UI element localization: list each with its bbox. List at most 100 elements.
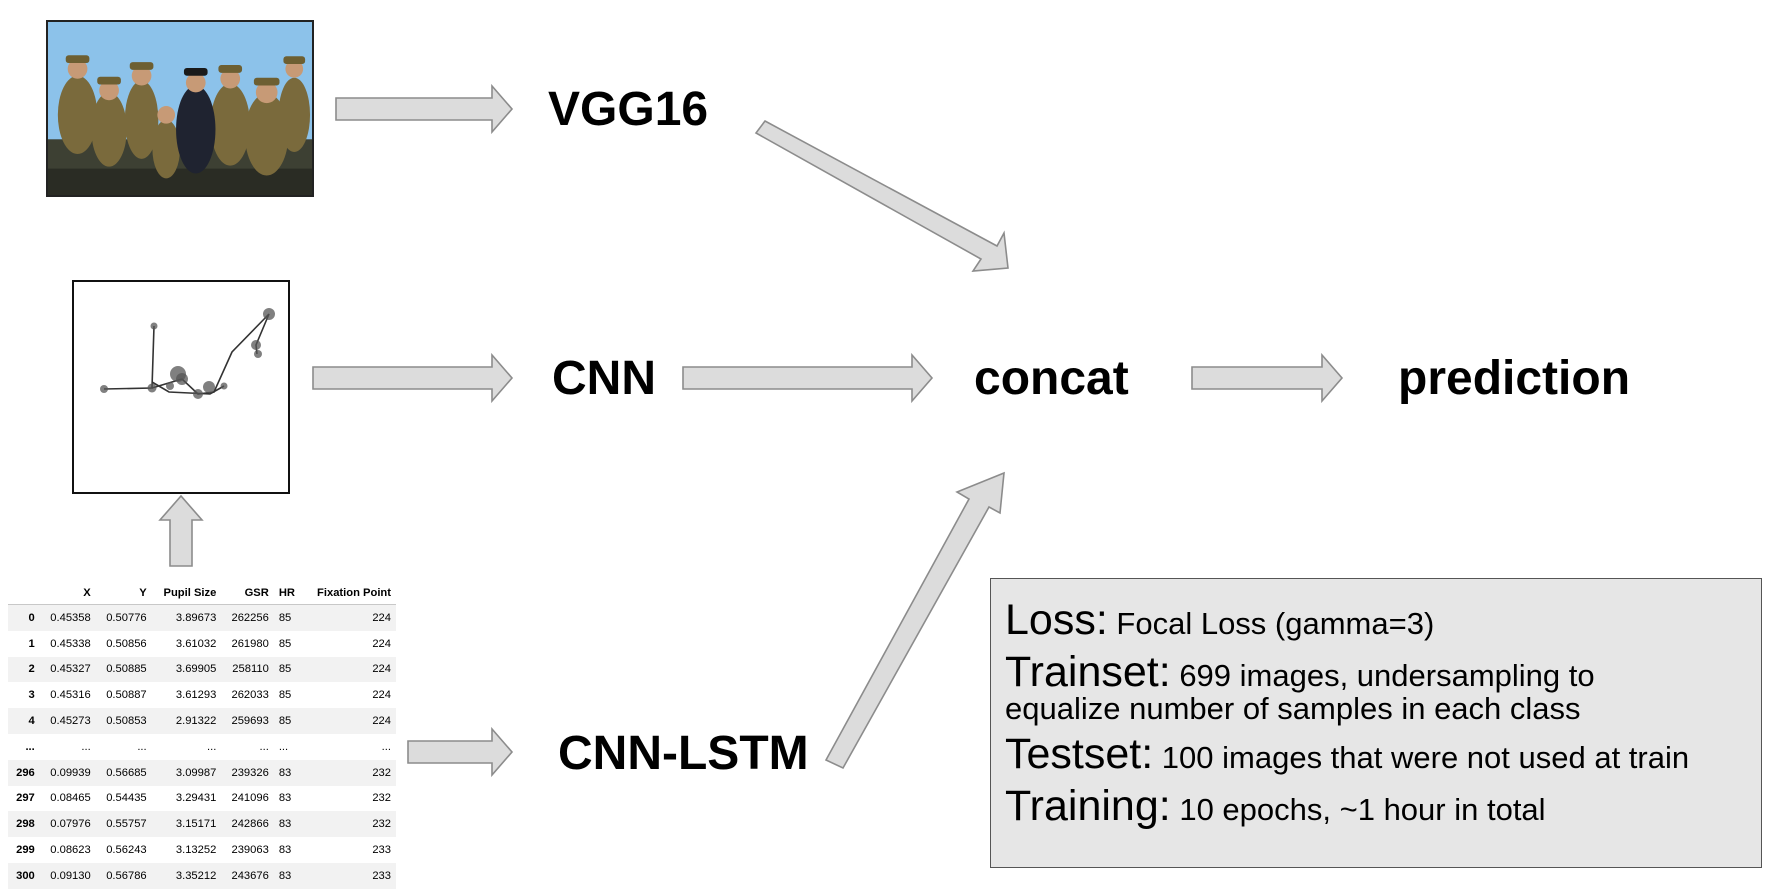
table-cell-y: 0.50853 — [106, 715, 147, 728]
table-cell-gsr: 262033 — [231, 689, 269, 702]
table-header-gsr: GSR — [221, 582, 274, 605]
table-cell-pupil-size: 3.09987 — [175, 766, 217, 779]
training-value: 10 epochs, ~1 hour in total — [1179, 791, 1546, 827]
table-cell-gsr: 258110 — [232, 663, 269, 676]
trainset-value-cont: equalize number of samples in each class — [1005, 691, 1581, 727]
testset-label: Testset: — [1005, 730, 1154, 779]
table-cell-y: 0.54435 — [106, 792, 147, 805]
table-cell-y: 0.50885 — [106, 663, 147, 676]
table-header-row: X Y Pupil Size GSR HR Fixation Point — [8, 582, 396, 605]
table-cell-index: 297 — [16, 792, 35, 805]
table-cell-fixation-point: 224 — [372, 663, 391, 676]
table-cell-x: 0.08465 — [50, 792, 91, 805]
table-cell-hr: 83 — [278, 766, 292, 779]
table-cell-index: 2 — [28, 663, 35, 676]
input-photo — [46, 20, 314, 197]
table-row: 0 0.45358 0.50776 3.89673 262256 85 224 — [8, 604, 396, 631]
trainset-label: Trainset: — [1005, 647, 1171, 696]
prediction-label: prediction — [1398, 352, 1631, 405]
table-cell-gsr: ... — [259, 740, 269, 753]
table-cell-x: 0.45273 — [50, 715, 91, 728]
table-cell-gsr: 241096 — [231, 792, 269, 805]
table-cell-pupil-size: 3.69905 — [175, 663, 217, 676]
arrow-vgg16-to-concat — [754, 119, 1009, 272]
table-cell-pupil-size: 3.29431 — [175, 792, 217, 805]
table-cell-fixation-point: ... — [381, 740, 391, 753]
table-cell-hr: 83 — [278, 844, 292, 857]
table-cell-y: 0.56685 — [106, 766, 147, 779]
table-cell-gsr: 262256 — [231, 611, 269, 624]
scanpath-image — [100, 308, 275, 399]
table-cell-index: 4 — [28, 715, 35, 728]
arrow-scanpath-to-cnn — [312, 352, 514, 404]
soldiers-photo-image — [48, 22, 312, 195]
table-cell-fixation-point: 224 — [372, 689, 391, 702]
table-cell-hr: 85 — [278, 689, 292, 702]
table-cell-gsr: 243676 — [231, 869, 269, 882]
table-cell-y: 0.56243 — [106, 844, 147, 857]
table-cell-y: 0.50776 — [106, 611, 147, 624]
table-cell-fixation-point: 232 — [372, 766, 391, 779]
table-cell-y: 0.50856 — [106, 637, 147, 650]
table-cell-fixation-point: 233 — [372, 869, 391, 882]
table-cell-fixation-point: 232 — [372, 818, 391, 831]
training-label: Training: — [1005, 781, 1171, 830]
arrow-table-to-scanpath — [158, 494, 204, 567]
arrow-concat-to-prediction — [1191, 352, 1344, 404]
table-cell-hr: 83 — [278, 869, 292, 882]
table-cell-pupil-size: 2.91322 — [175, 715, 217, 728]
loss-value: Focal Loss (gamma=3) — [1116, 606, 1435, 641]
info-trainset-cont: equalize number of samples in each class — [1005, 691, 1747, 727]
table-cell-gsr: 239063 — [231, 844, 269, 857]
table-cell-pupil-size: ... — [207, 740, 217, 753]
table-cell-y: 0.56786 — [106, 869, 147, 882]
table-cell-x: 0.09939 — [50, 766, 91, 779]
table-cell-pupil-size: 3.35212 — [175, 869, 217, 882]
table-cell-hr: 83 — [278, 818, 292, 831]
table-cell-index: 299 — [16, 844, 35, 857]
table-cell-hr: ... — [278, 740, 289, 753]
vgg16-label: VGG16 — [548, 83, 709, 136]
table-cell-gsr: 259693 — [231, 715, 269, 728]
table-header-x: X — [39, 582, 96, 605]
table-cell-pupil-size: 3.89673 — [175, 611, 217, 624]
table-cell-hr: 85 — [278, 611, 292, 624]
table-cell-fixation-point: 224 — [372, 637, 391, 650]
cnn-label: CNN — [552, 352, 656, 405]
table-cell-fixation-point: 224 — [372, 611, 391, 624]
table-header-hr: HR — [273, 582, 303, 605]
info-trainset: Trainset: 699 images, undersampling to — [1005, 647, 1747, 696]
table-cell-y: 0.50887 — [106, 689, 147, 702]
info-loss: Loss: Focal Loss (gamma=3) — [1005, 597, 1747, 644]
arrow-cnn-to-concat — [682, 352, 934, 404]
table-cell-fixation-point: 233 — [372, 844, 391, 857]
info-testset: Testset: 100 images that were not used a… — [1005, 730, 1747, 779]
table-cell-gsr: 239326 — [231, 766, 269, 779]
table-cell-index: 0 — [28, 611, 35, 624]
info-training: Training: 10 epochs, ~1 hour in total — [1005, 781, 1747, 830]
cnn-lstm-label: CNN-LSTM — [558, 727, 809, 780]
table-cell-index: 300 — [16, 869, 35, 882]
eye-tracking-table: X Y Pupil Size GSR HR Fixation Point 0 0.… — [8, 582, 396, 889]
table-cell-x: 0.09130 — [50, 869, 91, 882]
scanpath-plot — [72, 280, 290, 494]
table-cell-pupil-size: 3.15171 — [175, 818, 217, 831]
table-cell-hr: 85 — [278, 637, 292, 650]
table-cell-x: 0.45358 — [50, 611, 91, 624]
table-header-y: Y — [95, 582, 152, 605]
table-cell-pupil-size: 3.13252 — [175, 844, 217, 857]
table-cell-x: 0.45327 — [50, 663, 91, 676]
table-cell-index: 3 — [28, 689, 35, 702]
table-cell-x: 0.45338 — [50, 637, 91, 650]
table-cell-x: 0.08623 — [50, 844, 91, 857]
table-cell-index: 296 — [16, 766, 35, 779]
table-cell-hr: 85 — [278, 715, 292, 728]
table-cell-pupil-size: 3.61032 — [175, 637, 217, 650]
